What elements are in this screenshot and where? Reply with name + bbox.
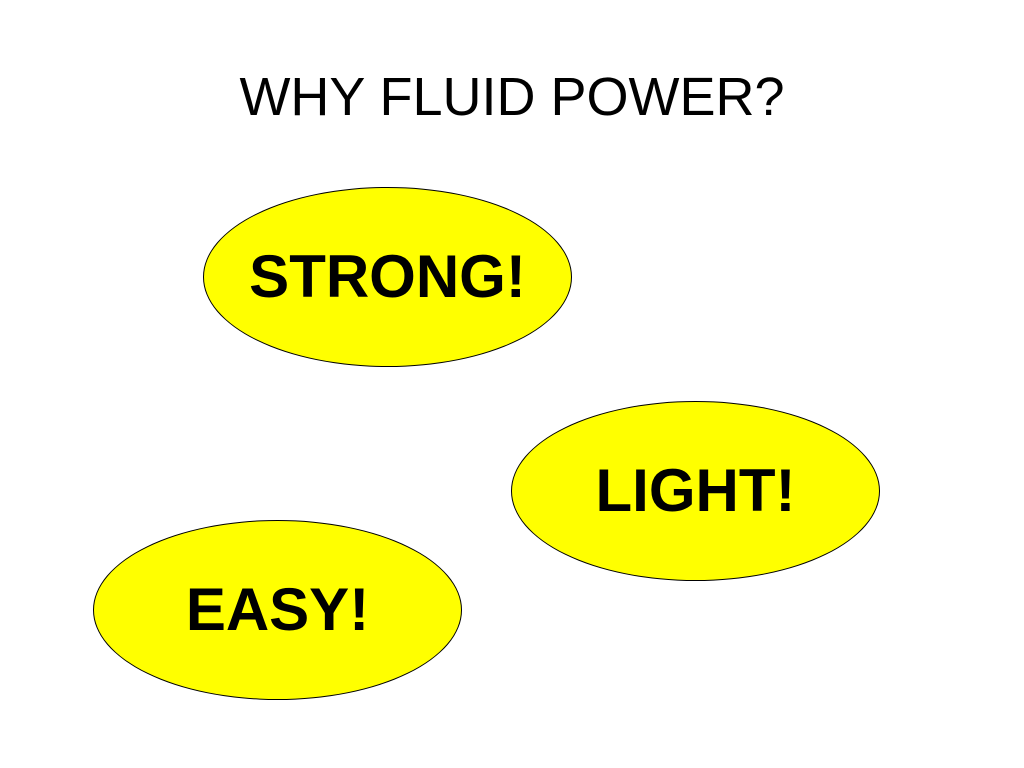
oval-label-easy: EASY! [185,576,370,643]
oval-easy: EASY! [93,520,462,700]
oval-strong: STRONG! [203,187,572,367]
oval-label-strong: STRONG! [249,243,526,310]
slide-title: WHY FLUID POWER? [239,67,785,127]
oval-label-light: LIGHT! [595,457,796,524]
oval-light: LIGHT! [511,401,880,581]
